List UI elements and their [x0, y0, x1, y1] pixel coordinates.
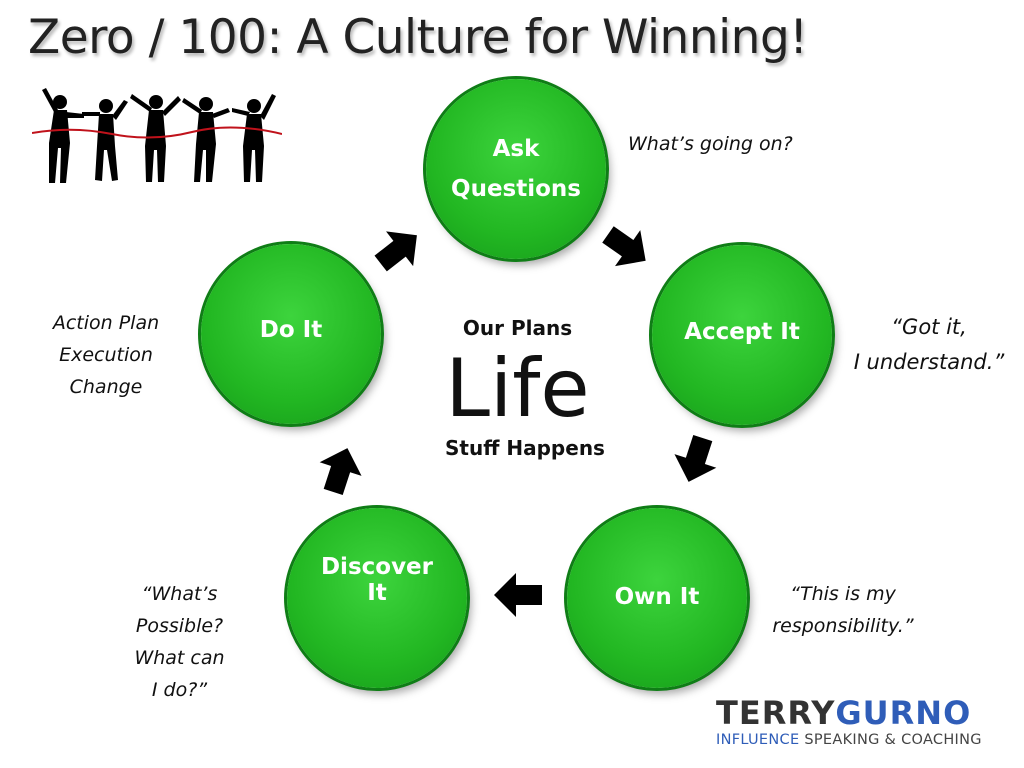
terry-gurno-logo: TERRYGURNO INFLUENCE SPEAKING & COACHING [716, 695, 986, 749]
do-it-circle: Do It [201, 244, 381, 424]
do-it-note-line-3: Change [69, 376, 143, 398]
accept-note-line-2: I understand.” [853, 350, 1005, 374]
discover-label: Discover [320, 554, 434, 580]
own-it-label: Own It [614, 584, 700, 610]
own-note: “This is my responsibility.” [768, 578, 918, 642]
logo-last-name: GURNO [835, 694, 972, 732]
our-plans-label: Our Plans [462, 316, 573, 340]
own-note-line-2: responsibility.” [772, 615, 914, 637]
discover-note-line-1: “What’s [141, 583, 218, 605]
arrow-accept-to-own [674, 434, 717, 482]
own-it-circle: Own It [567, 508, 747, 688]
accept-it-label: Accept It [684, 319, 800, 345]
winning-team-silhouette [32, 88, 282, 183]
discover-note: “What’s Possible? What can I do?” [122, 578, 237, 706]
arrow-own-to-discover [494, 573, 542, 617]
discover-note-line-2: Possible? [135, 615, 224, 637]
logo-first-name: TERRY [716, 694, 836, 732]
stuff-happens-label: Stuff Happens [445, 436, 605, 460]
questions-label: Questions [451, 176, 581, 202]
do-it-note-line-1: Action Plan [52, 312, 160, 334]
do-it-note: Action Plan Execution Change [46, 307, 166, 403]
discover-it-circle: Discover It [287, 508, 467, 688]
do-it-label: Do It [259, 317, 323, 343]
life-label: Life [445, 342, 590, 435]
logo-name: TERRYGURNO [716, 695, 986, 731]
logo-tagline-rest: SPEAKING & COACHING [799, 732, 982, 748]
logo-tagline-first: INFLUENCE [716, 732, 800, 748]
ask-note: What’s going on? [628, 133, 793, 155]
it-label: It [367, 580, 387, 606]
discover-note-line-3: What can [134, 647, 225, 669]
arrow-ask-to-accept [602, 226, 646, 267]
accept-note: “Got it, I understand.” [846, 310, 1012, 380]
accept-note-line-1: “Got it, [891, 315, 967, 339]
arrow-do-to-ask [374, 231, 417, 272]
discover-note-line-4: I do?” [151, 679, 208, 701]
ask-label: Ask [492, 136, 540, 162]
arrow-discover-to-do [319, 448, 362, 496]
logo-tagline: INFLUENCE SPEAKING & COACHING [716, 731, 986, 749]
accept-it-circle: Accept It [652, 245, 832, 425]
ask-questions-circle: Ask Questions [426, 79, 606, 259]
page-title: Zero / 100: A Culture for Winning! [28, 10, 808, 65]
own-note-line-1: “This is my [790, 583, 896, 605]
do-it-note-line-2: Execution [59, 344, 153, 366]
